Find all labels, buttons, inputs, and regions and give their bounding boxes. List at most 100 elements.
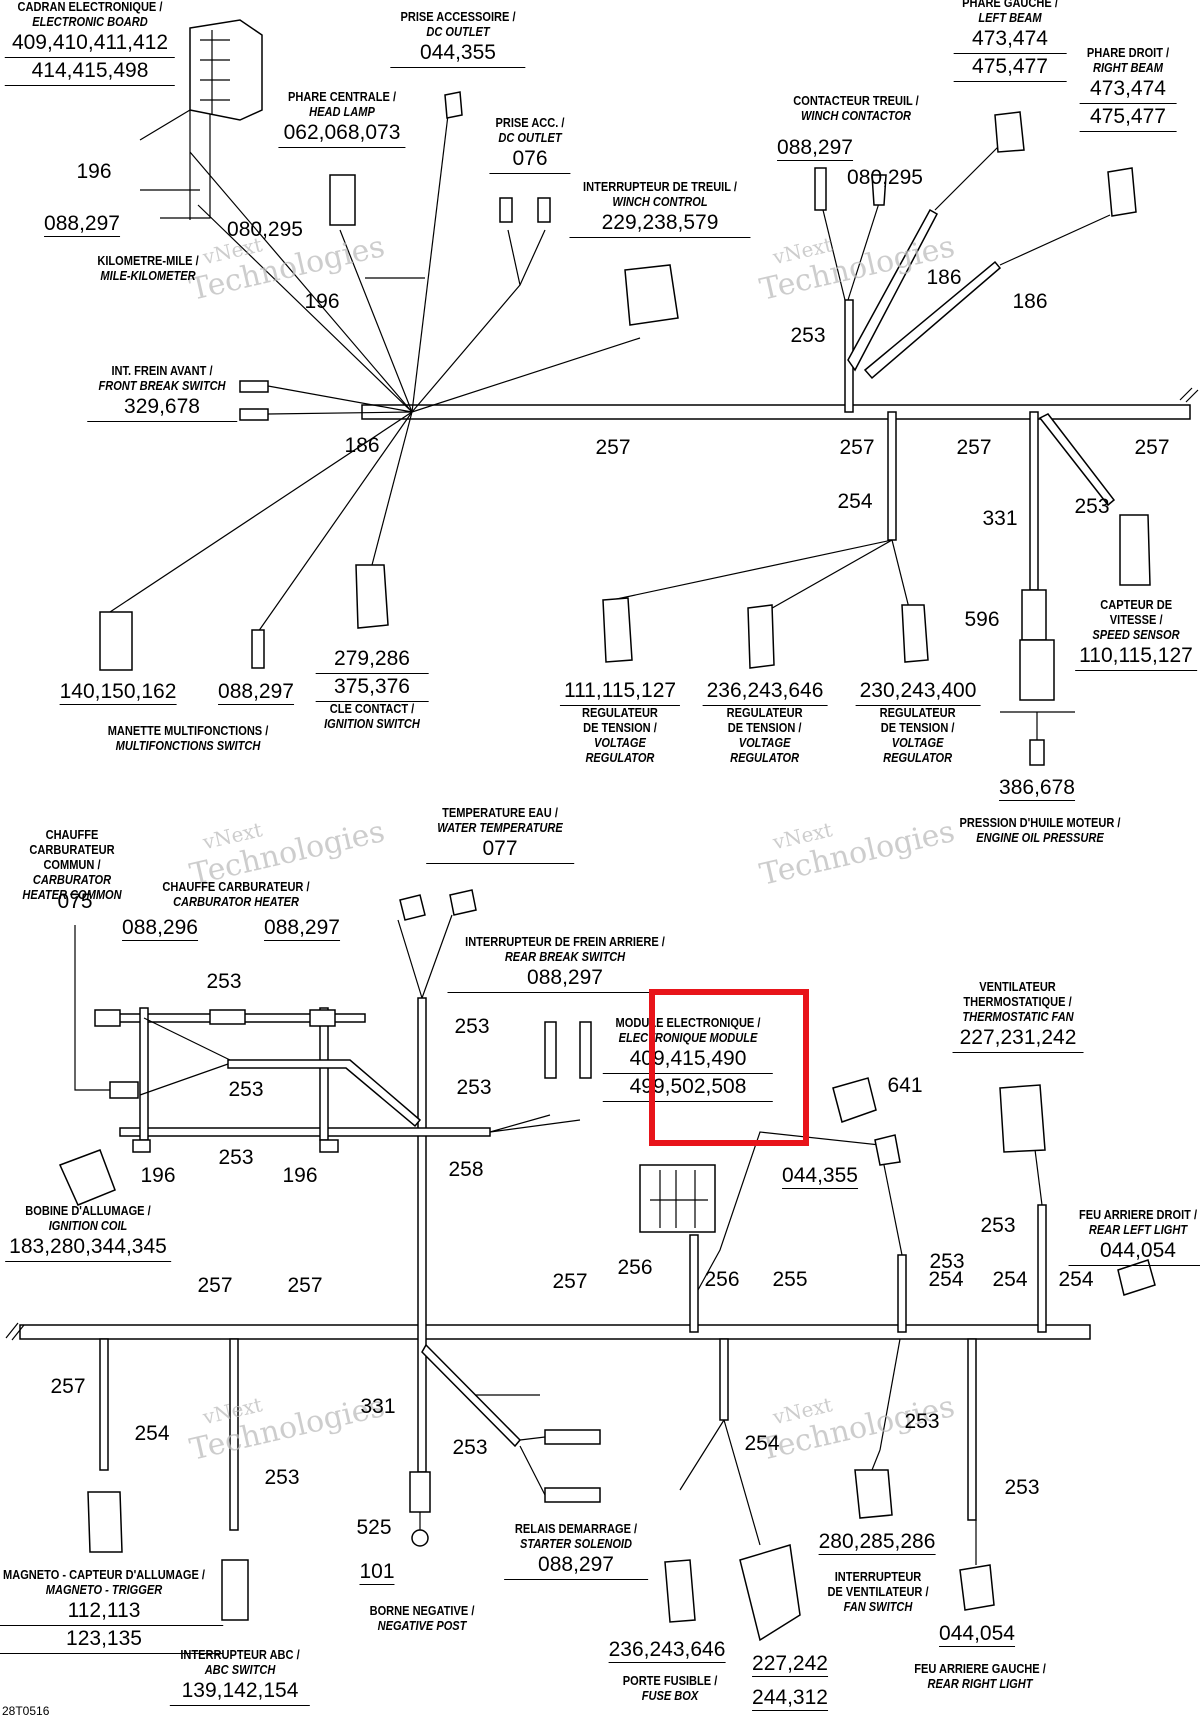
wire-ref: 254	[928, 1268, 964, 1291]
label-voltage-regulator-2: 236,243,646 REGULATEUR DE TENSION / VOLT…	[702, 678, 828, 766]
ref-088-297-top: 088,297	[218, 680, 294, 705]
num-fuse-box-2: 227,242	[752, 1652, 828, 1677]
label-rear-break-switch: INTERRUPTEUR DE FREIN ARRIERE /REAR BREA…	[447, 934, 683, 994]
label-voltage-regulator-1: 111,115,127 REGULATEUR DE TENSION / VOLT…	[559, 678, 681, 766]
label-carburator-heater-common: CHAUFFE CARBURATEUR COMMUN / CARBURATOR …	[22, 827, 122, 902]
label-winch-control: INTERRUPTEUR DE TREUIL /WINCH CONTROL 22…	[569, 179, 751, 239]
wire-ref: 088,297	[44, 212, 120, 237]
wire-ref: 253	[929, 1250, 965, 1273]
label-speed-sensor: CAPTEUR DE VITESSE / SPEED SENSOR 110,11…	[1075, 597, 1197, 671]
label-multifunction-switch: MANETTE MULTIFONCTIONS /MULTIFONCTIONS S…	[107, 723, 269, 753]
top-main-harness	[361, 387, 1199, 420]
wire-ref: 253	[264, 1466, 300, 1489]
wire-ref: 596	[964, 608, 1000, 631]
label-rear-left-light: FEU ARRIERE DROIT /REAR LEFT LIGHT 044,0…	[1068, 1207, 1200, 1267]
num-fan-switch: 280,285,286	[818, 1530, 936, 1555]
wire-ref: 256	[617, 1256, 653, 1279]
num-winch-contactor: 088,297	[777, 136, 853, 161]
wire-ref: 196	[304, 290, 340, 313]
wire-ref: 080,295	[847, 166, 923, 189]
num-rear-right-light: 044,054	[939, 1622, 1015, 1647]
label-fan-switch: INTERRUPTEUR DE VENTILATEUR / FAN SWITCH	[827, 1569, 929, 1614]
wire-ref: 641	[887, 1074, 923, 1097]
wire-ref: 331	[982, 507, 1018, 530]
label-head-lamp: PHARE CENTRALE /HEAD LAMP 062,068,073	[278, 89, 406, 149]
label-mile-kilometer: KILOMETRE-MILE /MILE-KILOMETER	[97, 253, 199, 283]
label-rear-right-light: FEU ARRIERE GAUCHE /REAR RIGHT LIGHT	[914, 1661, 1046, 1691]
wire-ref: 186	[344, 434, 380, 457]
ref-088-296: 088,296	[122, 916, 198, 941]
label-thermostatic-fan: VENTILATEUR THERMOSTATIQUE / THERMOSTATI…	[952, 979, 1084, 1053]
wire-ref: 257	[839, 436, 875, 459]
wire-ref: 254	[1058, 1268, 1094, 1291]
diagram-code: 28T0516	[2, 1704, 50, 1718]
bottom-main-harness	[5, 1322, 1091, 1341]
wire-ref: 253	[904, 1410, 940, 1433]
wire-ref: 186	[1012, 290, 1048, 313]
label-electronic-board: CADRAN ELECTRONIQUE /ELECTRONIC BOARD 40…	[4, 0, 176, 87]
highlight-box	[649, 989, 809, 1146]
wire-ref: 080,295	[227, 218, 303, 241]
wire-ref: 255	[772, 1268, 808, 1291]
num-fuse-box-3: 244,312	[752, 1686, 828, 1711]
wire-ref: 257	[197, 1274, 233, 1297]
bottom-connectors	[58, 889, 1156, 1642]
wire-ref: 331	[360, 1395, 396, 1418]
wire-ref: 196	[76, 160, 112, 183]
top-left-wires	[109, 100, 641, 633]
wire-ref: 257	[956, 436, 992, 459]
label-magneto-trigger: MAGNETO - CAPTEUR D'ALLUMAGE /MAGNETO - …	[0, 1567, 223, 1655]
wire-ref: 257	[595, 436, 631, 459]
wire-ref: 253	[218, 1146, 254, 1169]
wire-ref: 253	[452, 1436, 488, 1459]
num-carburator-heater-common: 075	[57, 890, 93, 913]
top-right-wires	[611, 144, 1116, 616]
label-front-break-switch: INT. FREIN AVANT /FRONT BREAK SWITCH 329…	[87, 363, 237, 423]
wire-ref: 257	[1134, 436, 1170, 459]
label-negative-post: BORNE NEGATIVE /NEGATIVE POST	[369, 1603, 475, 1633]
wire-ref: 196	[140, 1164, 176, 1187]
wire-ref: 253	[980, 1214, 1016, 1237]
wire-ref: 254	[837, 490, 873, 513]
wire-ref: 253	[456, 1076, 492, 1099]
top-connectors	[99, 19, 1151, 671]
wire-ref: 253	[1004, 1476, 1040, 1499]
wire-ref: 044,355	[782, 1164, 858, 1189]
wire-ref: 196	[282, 1164, 318, 1187]
wire-ref: 254	[744, 1432, 780, 1455]
wire-ref: 254	[134, 1422, 170, 1445]
num-fuse-box-1: 236,243,646	[608, 1638, 726, 1663]
ref-088-297-carb: 088,297	[264, 916, 340, 941]
wire-ref: 253	[206, 970, 242, 993]
wire-ref: 257	[50, 1375, 86, 1398]
wire-ref: 256	[704, 1268, 740, 1291]
label-dc-outlet-2: PRISE ACC. /DC OUTLET 076	[489, 115, 571, 175]
label-voltage-regulator-3: 230,243,400 REGULATEUR DE TENSION / VOLT…	[855, 678, 981, 766]
wire-ref: 253	[1074, 495, 1110, 518]
label-starter-solenoid: RELAIS DEMARRAGE /STARTER SOLENOID 088,2…	[504, 1521, 648, 1581]
label-water-temperature: TEMPERATURE EAU /WATER TEMPERATURE 077	[426, 805, 574, 865]
num-multifunction-switch: 140,150,162	[59, 680, 177, 705]
label-ignition-coil: BOBINE D'ALLUMAGE /IGNITION COIL 183,280…	[5, 1203, 171, 1263]
wire-ref: 186	[926, 266, 962, 289]
wire-ref: 254	[992, 1268, 1028, 1291]
oil-pressure-assembly	[1000, 589, 1075, 766]
label-fuse-box: PORTE FUSIBLE /FUSE BOX	[622, 1673, 718, 1703]
wire-ref: 257	[287, 1274, 323, 1297]
wire-ref: 253	[228, 1078, 264, 1101]
label-engine-oil-pressure: PRESSION D'HUILE MOTEUR /ENGINE OIL PRES…	[959, 815, 1121, 845]
wire-ref: 253	[790, 324, 826, 347]
wire-ref: 101	[359, 1560, 395, 1585]
num-engine-oil-pressure: 386,678	[999, 776, 1075, 801]
label-dc-outlet: PRISE ACCESSOIRE /DC OUTLET 044,355	[390, 9, 526, 69]
label-carburator-heater: CHAUFFE CARBURATEUR /CARBURATOR HEATER	[162, 879, 310, 909]
wire-ref: 258	[448, 1158, 484, 1181]
wire-ref: 525	[356, 1516, 392, 1539]
label-abc-switch: INTERRUPTEUR ABC /ABC SWITCH 139,142,154	[169, 1647, 311, 1707]
label-winch-contactor: CONTACTEUR TREUIL /WINCH CONTACTOR	[793, 93, 919, 123]
